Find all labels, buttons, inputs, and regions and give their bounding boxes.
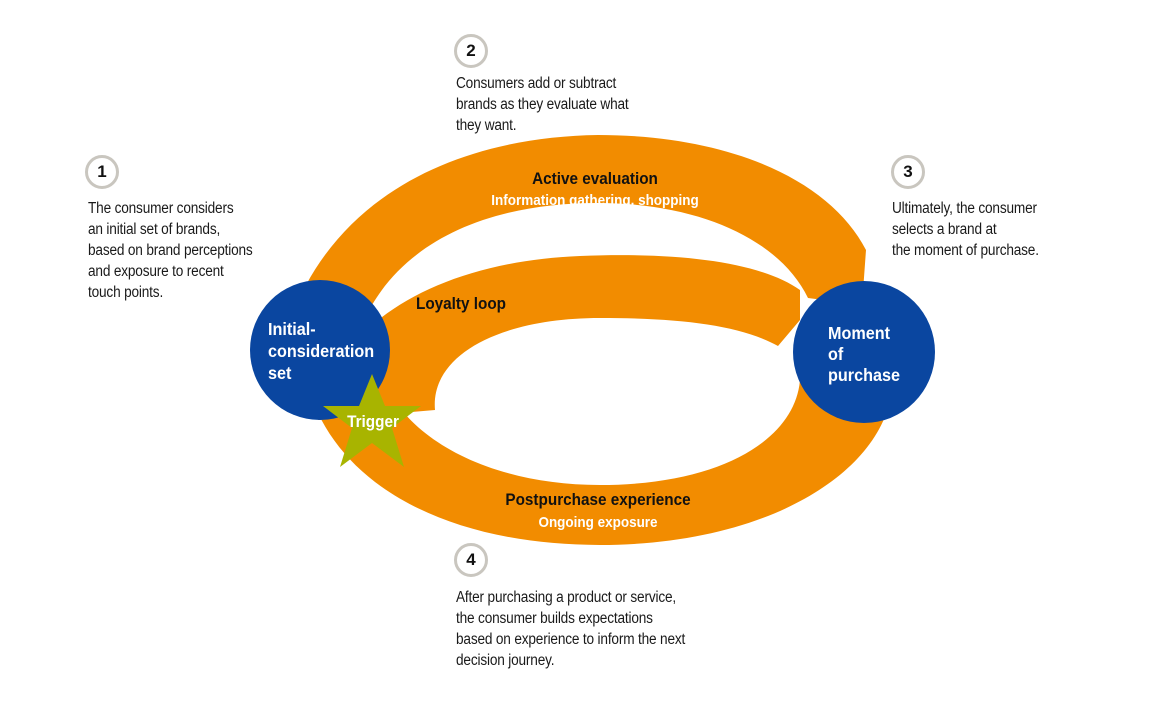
trigger-label: Trigger bbox=[347, 412, 399, 431]
loyalty-loop-arc bbox=[318, 255, 800, 420]
trigger-star bbox=[323, 374, 421, 467]
step-1-line: based on brand perceptions bbox=[88, 242, 253, 259]
step-4-line: decision journey. bbox=[456, 652, 555, 669]
step-3-line: selects a brand at bbox=[892, 221, 997, 238]
step-1-line: and exposure to recent bbox=[88, 263, 224, 280]
step-badge-3: 3 bbox=[891, 155, 925, 189]
postpurchase-subtitle: Ongoing exposure bbox=[538, 514, 657, 531]
step-2-line: brands as they evaluate what bbox=[456, 96, 629, 113]
step-4-line: the consumer builds expectations bbox=[456, 610, 653, 627]
moment-of-purchase-node bbox=[793, 281, 935, 423]
initial-node-label: Initial- consideration set bbox=[268, 319, 379, 383]
step-3-description: Ultimately, the consumer selects a brand… bbox=[892, 198, 1039, 261]
step-4-line: based on experience to inform the next bbox=[456, 631, 686, 648]
step-4-description: After purchasing a product or service, t… bbox=[456, 587, 685, 671]
step-2-line: they want. bbox=[456, 117, 517, 134]
step-1-description: The consumer considers an initial set of… bbox=[88, 198, 253, 303]
step-badge-1: 1 bbox=[85, 155, 119, 189]
active-evaluation-subtitle: Information gathering, shopping bbox=[491, 192, 698, 209]
step-1-line: touch points. bbox=[88, 284, 164, 301]
active-evaluation-title: Active evaluation bbox=[532, 169, 658, 188]
step-4-line: After purchasing a product or service, bbox=[456, 589, 676, 606]
postpurchase-arc bbox=[300, 330, 893, 545]
step-2-line: Consumers add or subtract bbox=[456, 75, 617, 92]
step-3-line: the moment of purchase. bbox=[892, 242, 1039, 259]
step-2-description: Consumers add or subtract brands as they… bbox=[456, 73, 629, 136]
initial-consideration-node bbox=[250, 280, 390, 420]
step-badge-4: 4 bbox=[454, 543, 488, 577]
step-badge-2: 2 bbox=[454, 34, 488, 68]
active-evaluation-arc bbox=[306, 135, 866, 305]
postpurchase-title: Postpurchase experience bbox=[505, 490, 690, 509]
loyalty-loop-title: Loyalty loop bbox=[416, 294, 506, 313]
step-3-line: Ultimately, the consumer bbox=[892, 200, 1037, 217]
step-1-line: an initial set of brands, bbox=[88, 221, 221, 238]
step-1-line: The consumer considers bbox=[88, 200, 234, 217]
purchase-node-label: Moment of purchase bbox=[828, 323, 900, 385]
